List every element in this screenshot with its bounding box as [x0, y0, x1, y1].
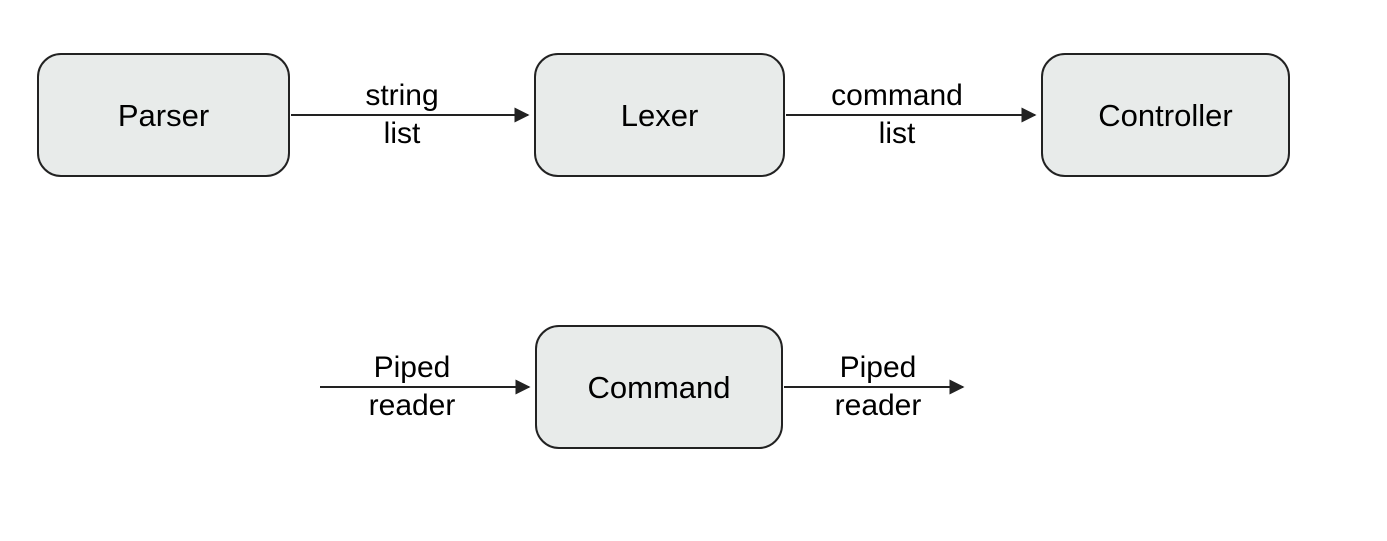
edge-label-line: list [383, 117, 421, 150]
node-command-label: Command [587, 369, 731, 405]
edge-label-string-list: string list [365, 77, 438, 153]
edge-label-line: reader [834, 389, 922, 422]
node-lexer-label: Lexer [620, 97, 699, 133]
edge-label-piped-reader-out: Piped reader [835, 349, 922, 425]
edge-label-line: command [831, 79, 963, 112]
edge-label-line: reader [368, 389, 456, 422]
node-lexer: Lexer [534, 53, 785, 177]
edge-label-piped-reader-in: Piped reader [369, 349, 456, 425]
node-parser: Parser [37, 53, 290, 177]
node-command: Command [535, 325, 783, 449]
edge-label-line: string [365, 79, 439, 112]
edge-label-command-list: command list [831, 77, 963, 153]
node-controller-label: Controller [1098, 97, 1233, 133]
edge-label-line: list [878, 117, 916, 150]
node-parser-label: Parser [117, 97, 210, 133]
node-controller: Controller [1041, 53, 1290, 177]
edge-label-line: Piped [839, 351, 917, 384]
edge-label-line: Piped [373, 351, 451, 384]
